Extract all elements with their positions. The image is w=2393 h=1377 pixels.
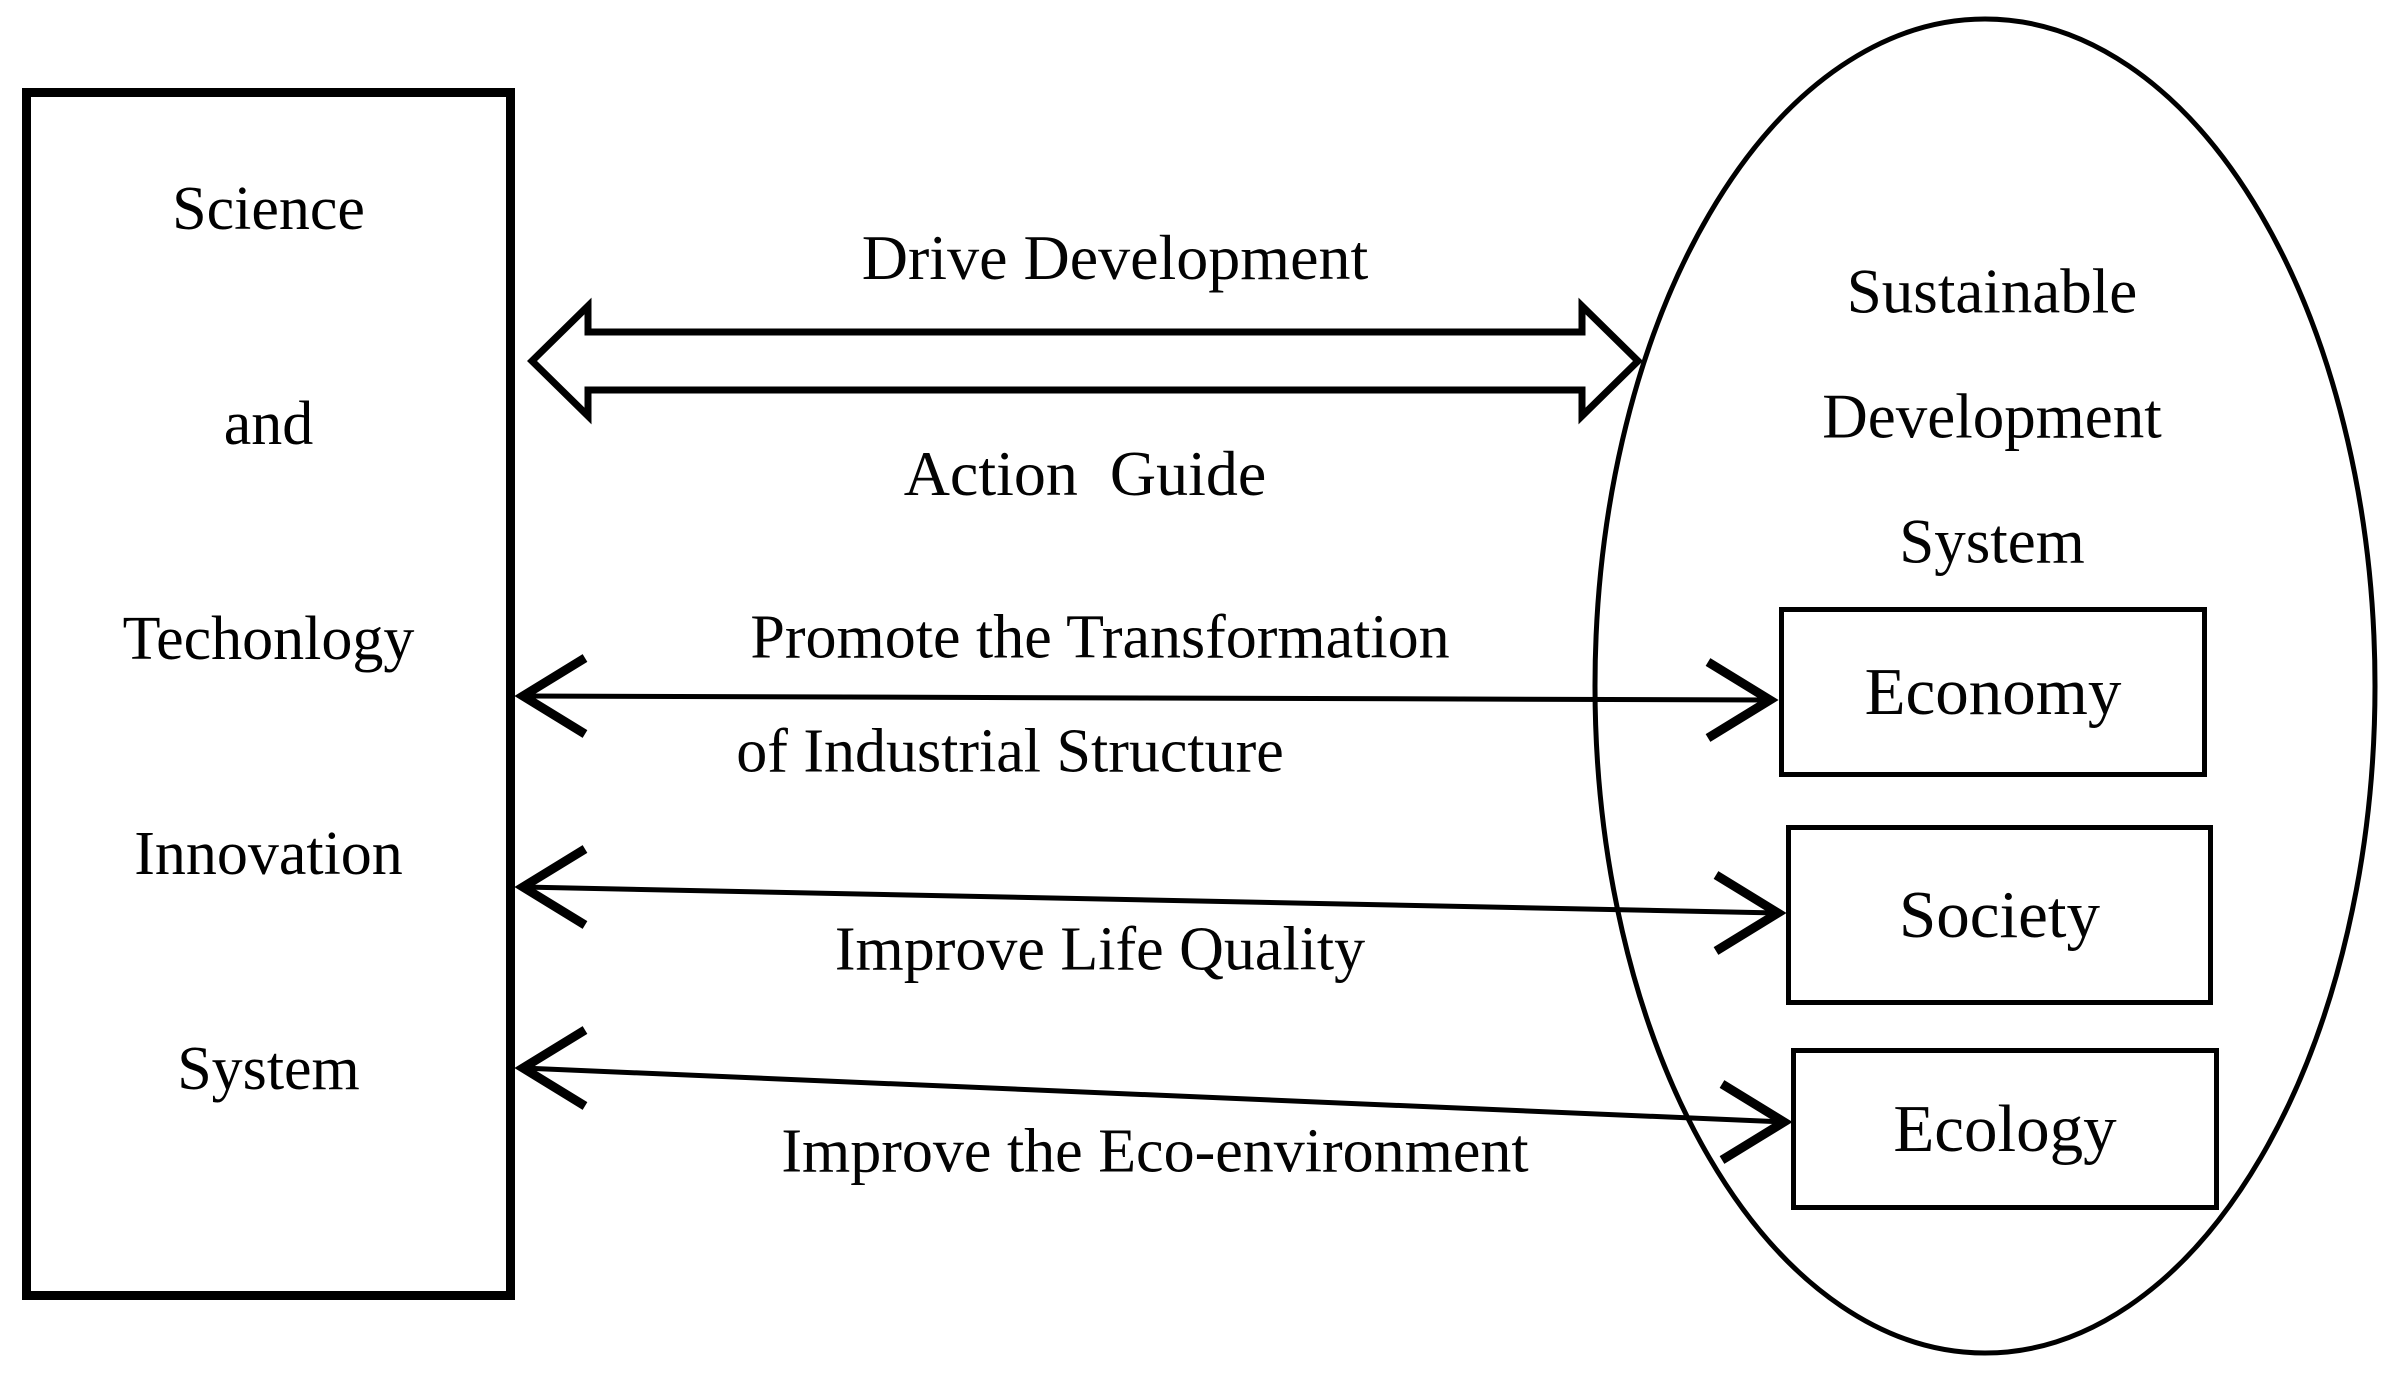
drive-development-label: Drive Development	[861, 222, 1369, 293]
economy-box: Economy	[1779, 607, 2207, 777]
science-tech-box-line: Science	[172, 175, 365, 243]
science-tech-box-line: Innovation	[134, 820, 403, 888]
science-tech-box-line: and	[223, 390, 314, 458]
improve-eco-environment-label: Improve the Eco-environment	[781, 1117, 1529, 1186]
economy-arrow-right-head	[1705, 658, 1779, 742]
sustainable-system-title-line: Development	[1822, 381, 2162, 452]
ecology-box-label: Ecology	[1893, 1091, 2117, 1166]
big-double-arrow	[527, 297, 1643, 425]
science-tech-box-line: System	[177, 1035, 360, 1103]
ecology-arrow-left-head	[514, 1026, 588, 1110]
science-tech-box-line: Techonlogy	[122, 605, 415, 673]
society-arrow-shaft	[522, 884, 1779, 916]
economy-arrow-shaft	[522, 693, 1771, 703]
sustainable-system-ellipse	[1592, 16, 2378, 1356]
society-box: Society	[1786, 825, 2213, 1005]
society-arrow-left-head	[514, 845, 588, 929]
economy-box-label: Economy	[1864, 654, 2122, 729]
science-tech-innovation-box: Science and Techonlogy Innovation System	[22, 88, 515, 1300]
improve-life-quality-label: Improve Life Quality	[834, 915, 1366, 984]
action-guide-label: Action Guide	[903, 438, 1267, 509]
society-arrow-right-head	[1713, 871, 1787, 955]
economy-arrow	[514, 654, 1779, 742]
promote-transformation-label-line1: Promote the Transformation	[750, 603, 1450, 672]
society-arrow	[514, 845, 1787, 955]
sustainable-system-title-line: Sustainable	[1846, 256, 2138, 327]
economy-arrow-left-head	[514, 654, 588, 738]
promote-transformation-label-line2: of Industrial Structure	[736, 717, 1284, 786]
ecology-arrow-shaft	[522, 1065, 1785, 1125]
ecology-arrow-right-head	[1719, 1080, 1793, 1164]
society-box-label: Society	[1899, 877, 2100, 952]
sustainable-system-title-line: System	[1899, 506, 2085, 577]
ecology-box: Ecology	[1791, 1048, 2219, 1210]
ecology-arrow	[514, 1026, 1793, 1164]
